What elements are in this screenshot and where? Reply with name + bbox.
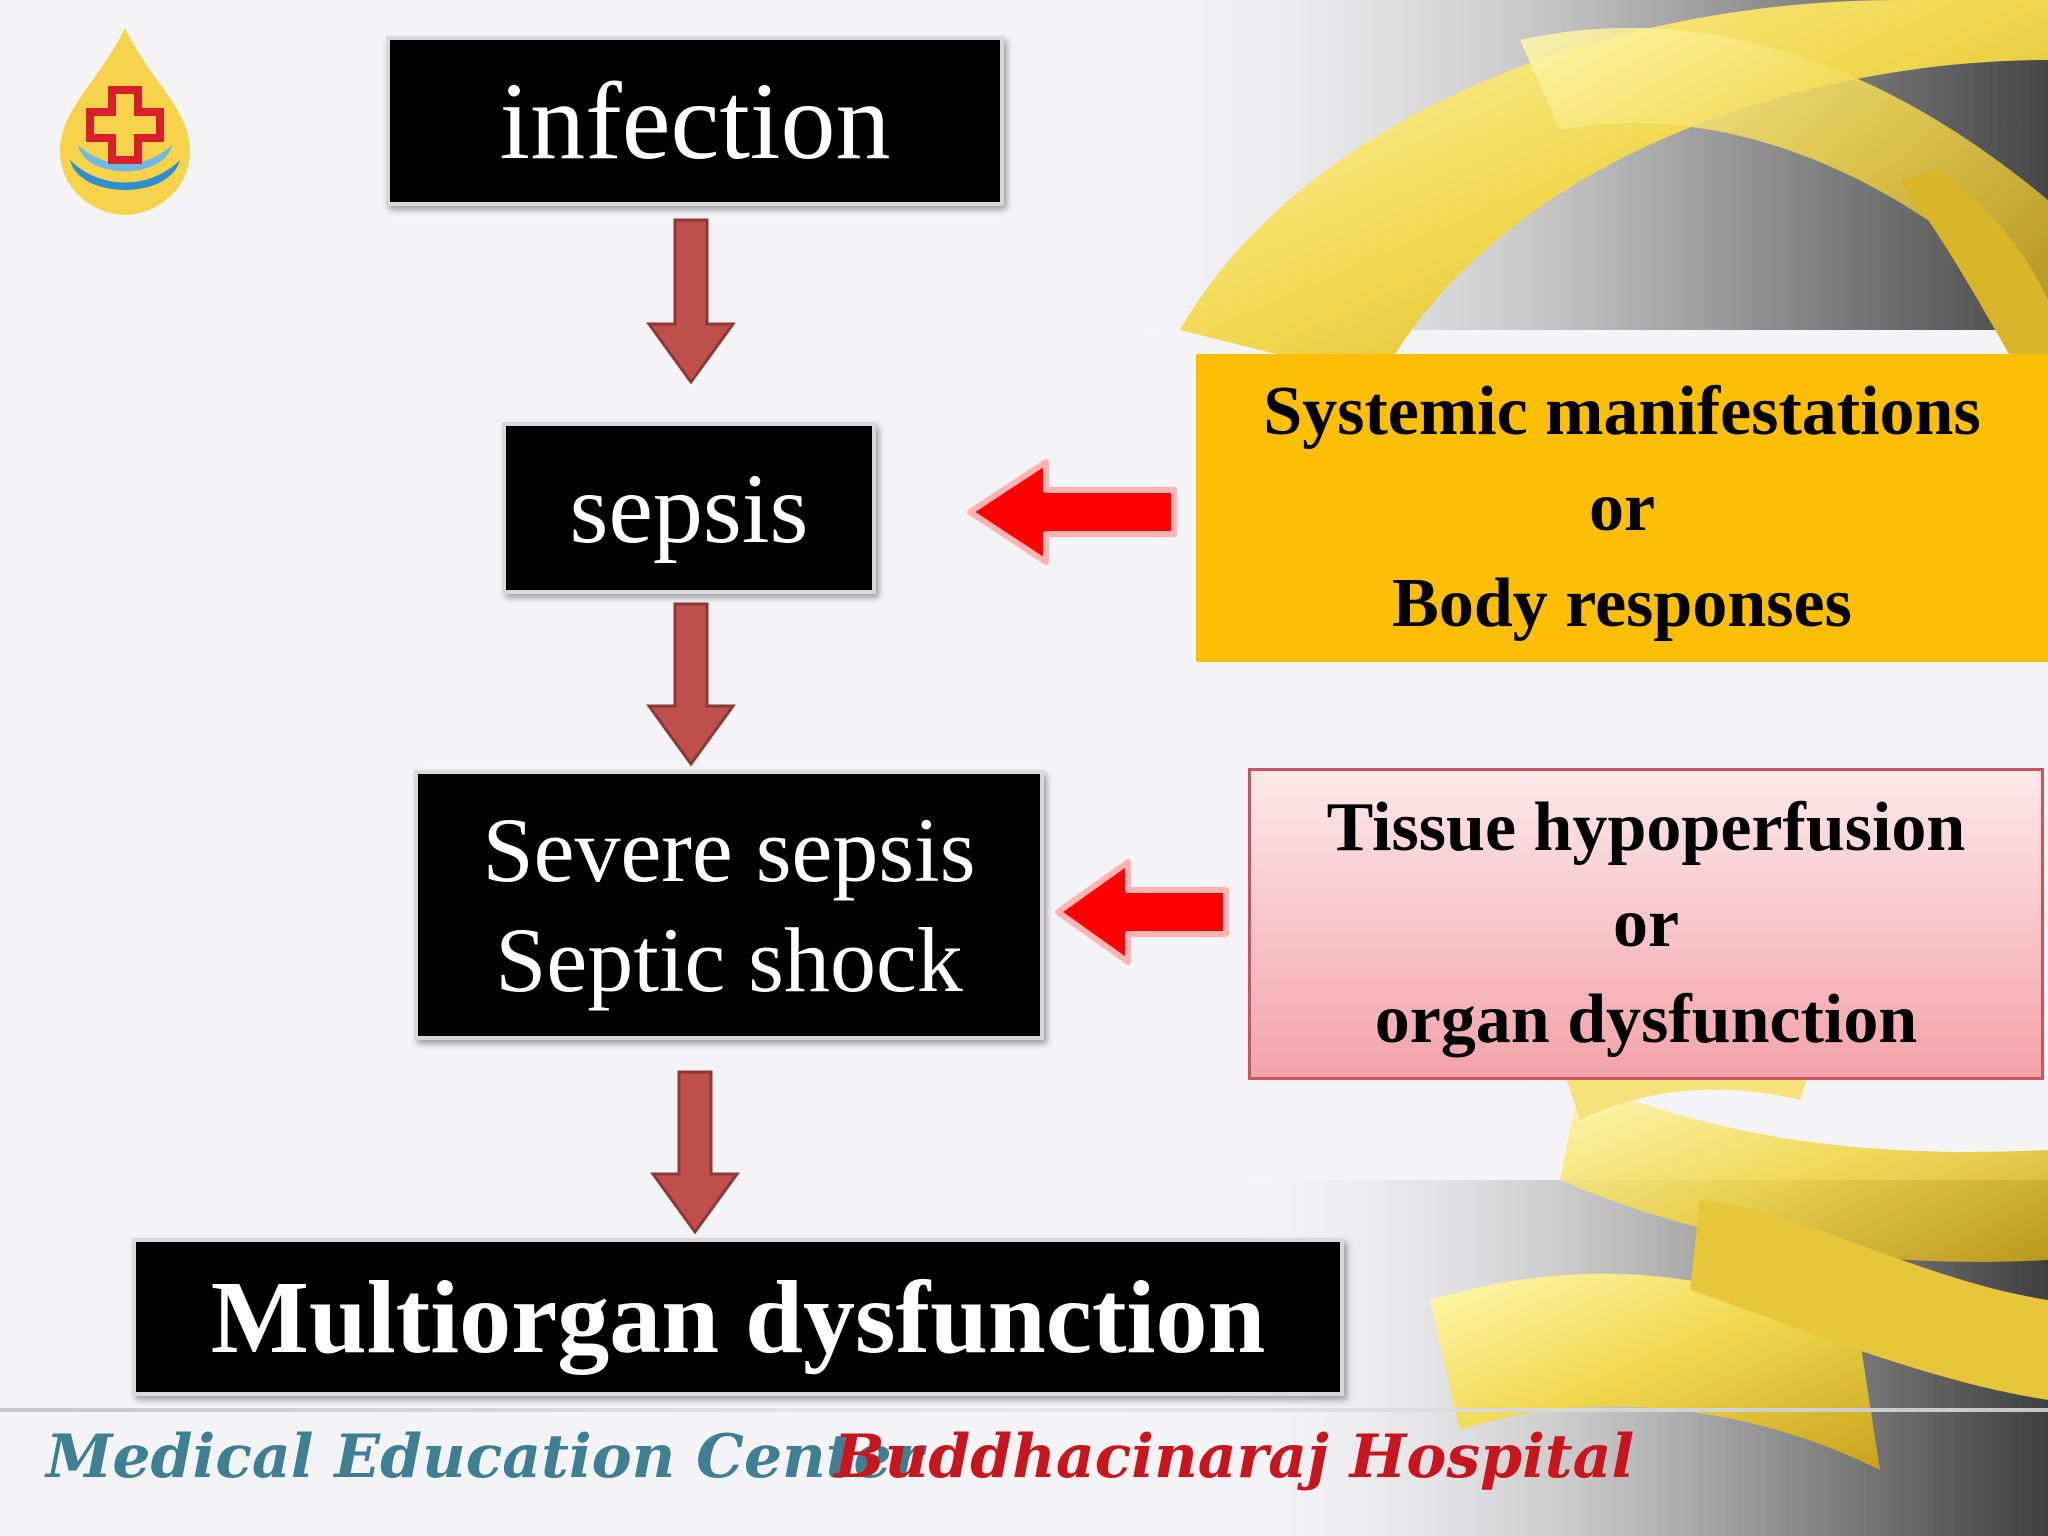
multiorgan-dysfunction-box: Multiorgan dysfunction [132, 1238, 1344, 1396]
tissue-hypoperfusion-box: Tissue hypoperfusion or organ dysfunctio… [1248, 768, 2044, 1080]
tissue-line-1: Tissue hypoperfusion [1326, 789, 1966, 866]
multiorgan-dysfunction-text: Multiorgan dysfunction [210, 1259, 1266, 1375]
sepsis-box: sepsis [502, 422, 876, 594]
footer-hospital-name: Buddhacinaraj Hospital [834, 1422, 1635, 1492]
sepsis-text: sepsis [569, 452, 809, 564]
severe-sepsis-box: Severe sepsis Septic shock [414, 770, 1044, 1040]
tissue-line-2: or [1612, 885, 1680, 962]
hospital-logo [60, 28, 190, 215]
left-arrow-tissue [1055, 859, 1229, 965]
infection-text: infection [499, 59, 891, 182]
down-arrow-3 [650, 1070, 740, 1235]
severe-sepsis-text: Severe sepsis [482, 799, 976, 901]
left-arrow-systemic [967, 459, 1177, 565]
tissue-line-3: organ dysfunction [1374, 981, 1918, 1058]
septic-shock-text: Septic shock [495, 909, 963, 1011]
footer-divider [0, 1408, 2048, 1412]
infection-box: infection [386, 36, 1004, 206]
systemic-line-1: Systemic manifestations [1263, 373, 1981, 450]
systemic-line-2: or [1588, 469, 1656, 546]
down-arrow-1 [646, 218, 736, 385]
footer-medical-education-center: Medical Education Center [46, 1422, 924, 1492]
systemic-manifestations-box: Systemic manifestations or Body response… [1196, 354, 2048, 662]
down-arrow-2 [646, 602, 736, 767]
systemic-line-3: Body responses [1392, 565, 1852, 642]
